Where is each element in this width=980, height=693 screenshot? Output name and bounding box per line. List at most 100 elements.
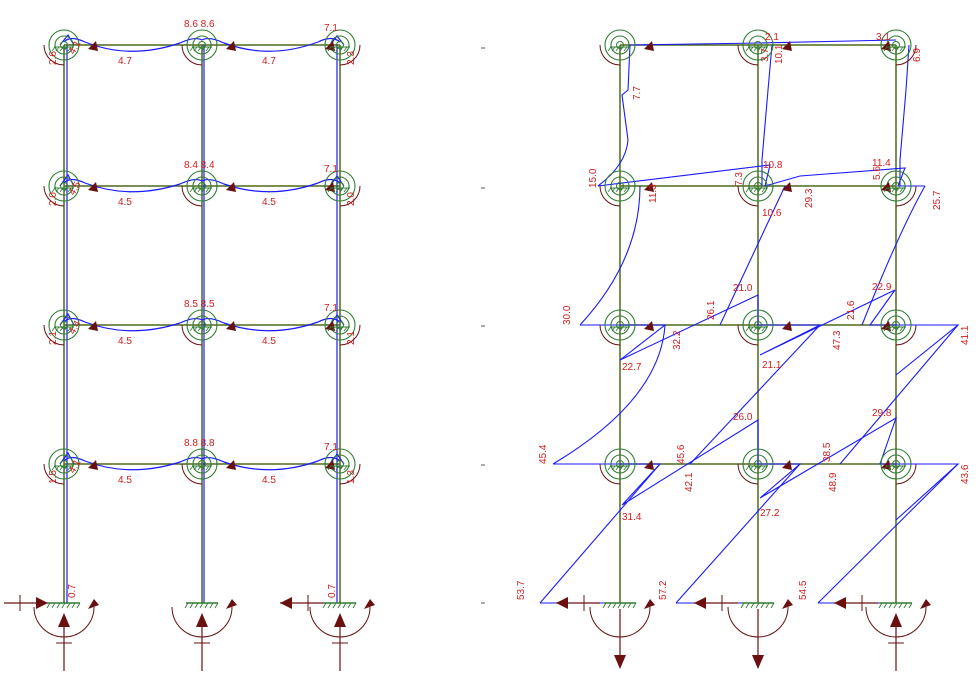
- moment-arrow-icon: [782, 182, 792, 192]
- arrow-left-icon: [694, 597, 706, 609]
- beam-moment-curve: [63, 317, 341, 332]
- beam-moment-curve: [63, 456, 341, 471]
- moment-value-label: 54.5: [798, 580, 809, 600]
- joint-dot: [892, 182, 900, 190]
- moment-arc: [43, 44, 65, 66]
- joint-ring-outer: [48, 29, 80, 61]
- hatch-mark: [205, 187, 210, 193]
- moment-arrow-icon: [881, 321, 891, 331]
- hatch-mark: [883, 465, 888, 471]
- moment-arrow-icon: [881, 41, 891, 51]
- fixed-support: [865, 599, 931, 671]
- beam-moment-curve: [63, 178, 341, 193]
- moment-arc: [895, 44, 917, 66]
- left-frame-members: [63, 44, 341, 603]
- joint-ring-outer: [742, 448, 774, 480]
- joint-symbol: [43, 309, 98, 346]
- joint-ring-inner: [610, 176, 630, 196]
- moment-arrow-icon: [325, 182, 335, 192]
- hatch-mark: [619, 326, 624, 332]
- joint-symbol: [737, 170, 792, 207]
- hatch-mark: [193, 46, 198, 52]
- moment-arrow-icon: [644, 599, 655, 609]
- hatch-mark: [193, 187, 198, 193]
- beam-moment-curve: [63, 37, 341, 52]
- moment-arrow-icon: [226, 460, 236, 470]
- column-moment: [899, 44, 910, 186]
- joint-ring-outer: [48, 170, 80, 202]
- joint-symbol: [880, 309, 917, 346]
- joint-symbol: [181, 29, 236, 66]
- hatch-mark: [899, 187, 904, 193]
- right-supports: [556, 595, 931, 671]
- hatch-mark: [895, 326, 900, 332]
- beam-moment-label: 4.5: [262, 197, 276, 208]
- moment-value-label: 53.7: [516, 580, 527, 600]
- left-joints: [43, 29, 361, 485]
- hatch-mark: [189, 46, 194, 52]
- hatch-mark: [632, 602, 637, 609]
- joint-dot: [754, 182, 762, 190]
- moment-arrow-icon: [88, 321, 98, 331]
- fixed-support: [589, 599, 655, 669]
- joint-symbol: [43, 170, 98, 207]
- hatch-mark: [757, 187, 762, 193]
- joint-moment-label: 8.4 8.4: [184, 160, 215, 171]
- joint-dot: [892, 321, 900, 329]
- moment-arc: [737, 324, 759, 346]
- moment-arc: [339, 185, 361, 207]
- hatch-mark: [71, 602, 76, 609]
- hatch-mark: [740, 602, 745, 609]
- hatch-mark: [63, 46, 68, 52]
- hatch-mark: [51, 187, 56, 193]
- moment-arc: [181, 44, 203, 66]
- moment-value-label: 42.1: [684, 472, 695, 492]
- hatch-mark: [197, 465, 202, 471]
- joint-symbol: [737, 309, 792, 346]
- arrow-up-icon: [334, 613, 346, 627]
- moment-arrow-icon: [88, 460, 98, 470]
- hatch-mark: [327, 465, 332, 471]
- joint-dot: [616, 321, 624, 329]
- hatch-mark: [67, 46, 72, 52]
- hatch-mark: [883, 46, 888, 52]
- column-moment-label: 2.1: [346, 331, 357, 345]
- column-moment: [552, 324, 666, 465]
- hatch-mark: [891, 326, 896, 332]
- joint-dot: [198, 321, 206, 329]
- moment-value-label: 6.9: [912, 48, 923, 62]
- moment-value-label: 26.1: [706, 300, 717, 320]
- hatch-mark: [908, 602, 913, 609]
- hatch-mark: [197, 326, 202, 332]
- joint-ring-inner: [748, 315, 768, 335]
- hatch-mark: [891, 46, 896, 52]
- horizontal-reaction: [556, 595, 600, 611]
- hatch-mark: [619, 46, 624, 52]
- hatch-mark: [199, 602, 204, 609]
- moment-value-label: 10.1: [774, 44, 785, 64]
- moment-arrow-icon: [325, 41, 335, 51]
- hatch-mark: [607, 326, 612, 332]
- hatch-mark: [749, 187, 754, 193]
- joint-moment-label: 7.1: [324, 303, 338, 314]
- moment-arrow-icon: [782, 599, 793, 609]
- moment-arrow-icon: [88, 41, 98, 51]
- hatch-mark: [611, 326, 616, 332]
- moment-value-label: 22.7: [622, 362, 642, 373]
- hatch-mark: [63, 465, 68, 471]
- arrow-down-icon: [752, 655, 764, 669]
- hatch-mark: [745, 187, 750, 193]
- moment-value-label: 22.9: [872, 282, 892, 293]
- joint-moment-label: 7.1: [324, 164, 338, 175]
- joint-ring-outer: [880, 170, 912, 202]
- hatch-mark: [201, 326, 206, 332]
- hatch-mark: [895, 187, 900, 193]
- moment-arrow-icon: [226, 321, 236, 331]
- hatch-mark: [327, 326, 332, 332]
- hatch-mark: [337, 602, 342, 609]
- hatch-mark: [189, 326, 194, 332]
- hatch-mark: [749, 465, 754, 471]
